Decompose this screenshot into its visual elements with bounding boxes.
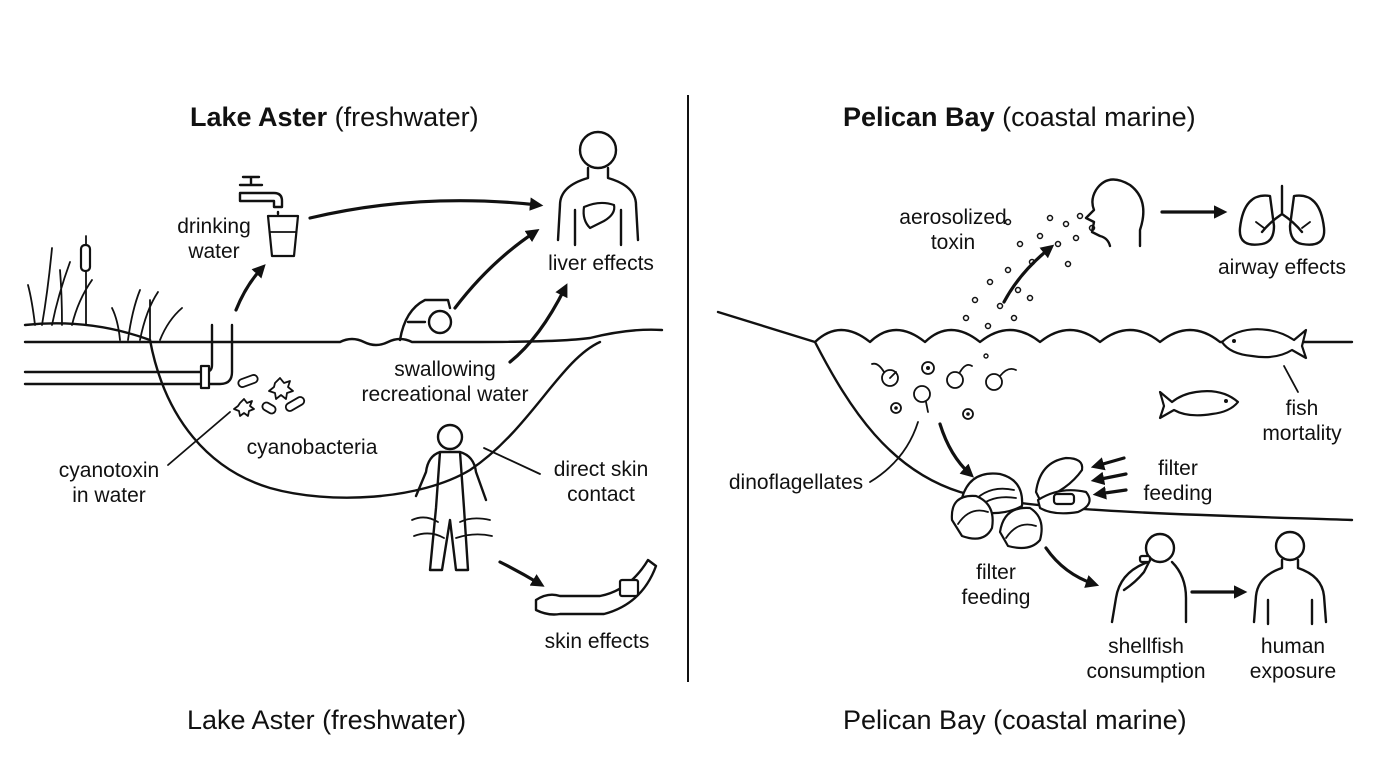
arm-patch-icon (534, 558, 658, 616)
label-human-exposure: human exposure (1249, 635, 1337, 683)
label-skin-effects: skin effects (544, 630, 650, 653)
arrow-dino-to-shellfish (938, 422, 974, 478)
label-airway-effects: airway effects (1218, 256, 1346, 279)
fish-icon (1158, 390, 1240, 420)
label-filter-feeding-top: filter feeding (1143, 457, 1213, 505)
swimmer-icon (398, 298, 453, 342)
left-title-rest: (freshwater) (334, 102, 479, 132)
label-shellfish: shellfish consumption (1086, 635, 1206, 683)
lungs-icon (1238, 184, 1326, 246)
label-drinking-water: drinking water (177, 215, 251, 263)
right-panel-drawing (716, 178, 1354, 626)
label-swallowing: swallowing recreational water (361, 358, 529, 406)
reeds-icon (27, 235, 183, 341)
arrow-swallow-to-liver (508, 283, 568, 364)
arrow-filter-3 (1092, 486, 1128, 500)
left-panel-footer: Lake Aster (freshwater) (187, 705, 467, 735)
sea-surface (716, 310, 1354, 344)
arrow-filter-2 (1090, 471, 1128, 486)
arrow-wader-to-arm (498, 560, 545, 587)
lake-surface (23, 328, 664, 347)
label-aerosolized: aerosolized toxin (899, 206, 1007, 254)
arrow-pipe-to-glass (234, 264, 266, 312)
left-panel-drawing (23, 130, 664, 616)
arrow-swimmer-to-liver (453, 229, 540, 310)
left-panel-title: Lake Aster (freshwater) (190, 101, 479, 133)
right-panel-footer: Pelican Bay (coastal marine) (843, 705, 1187, 735)
shellfish-icon (950, 456, 1091, 550)
arrow-glass-to-liver (308, 197, 544, 220)
label-direct-skin: direct skin contact (553, 458, 649, 506)
faucet-glass-icon (238, 175, 300, 258)
left-title-bold: Lake Aster (190, 102, 328, 132)
arrow-shellfish-to-person (1044, 546, 1100, 588)
human-standing-icon (1252, 530, 1328, 626)
lake-shore (23, 322, 152, 342)
label-dinoflagellates: dinoflagellates (728, 471, 864, 494)
right-panel-title: Pelican Bay (coastal marine) (843, 101, 1196, 133)
label-fish-mortality: fish mortality (1262, 397, 1342, 445)
person-eating-icon (1110, 532, 1188, 624)
fish-icon (1220, 328, 1308, 360)
cyanobacteria-icon (233, 374, 306, 417)
label-cyanotoxin: cyanotoxin in water (58, 459, 160, 507)
wading-person-icon (411, 423, 493, 572)
label-filter-feeding-bottom: filter feeding (961, 561, 1031, 609)
human-liver-icon (556, 130, 640, 247)
head-profile-icon (1084, 178, 1145, 248)
right-title-bold: Pelican Bay (843, 102, 995, 132)
label-cyanobacteria: cyanobacteria (246, 436, 378, 459)
arrow-filter-1 (1090, 456, 1126, 471)
dinoflagellates-icon (871, 353, 1017, 420)
arrow-aerosol-to-head (1002, 244, 1055, 304)
lake-basin (148, 338, 602, 499)
label-liver-effects: liver effects (548, 252, 654, 275)
right-title-rest: (coastal marine) (1002, 102, 1196, 132)
